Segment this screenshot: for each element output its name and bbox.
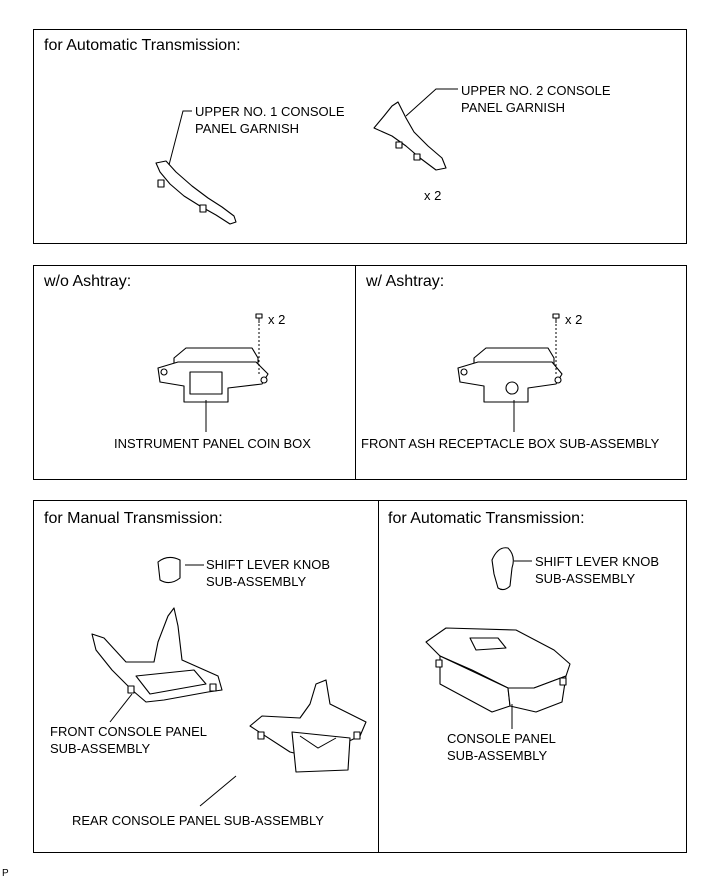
upper-no1-console-panel-garnish-illustration bbox=[155, 110, 237, 225]
label-front-ash-receptacle-box: FRONT ASH RECEPTACLE BOX SUB-ASSEMBLY bbox=[361, 436, 660, 451]
manual-shift-lever-knob-illustration bbox=[157, 556, 204, 584]
instrument-panel-coin-box-illustration bbox=[157, 347, 269, 432]
front-console-panel-illustration bbox=[91, 607, 223, 723]
automatic-shift-lever-knob-illustration bbox=[491, 547, 532, 591]
figure-code: P bbox=[2, 868, 9, 879]
automatic-console-panel-illustration bbox=[425, 627, 571, 729]
screw-icon bbox=[552, 313, 560, 376]
upper-no2-console-panel-garnish-illustration bbox=[373, 88, 458, 171]
label-upper-no2-garnish-line1: UPPER NO. 2 CONSOLE bbox=[461, 83, 611, 98]
rear-console-panel-illustration bbox=[199, 679, 367, 807]
quantity-label: x 2 bbox=[565, 312, 583, 327]
label-instrument-panel-coin-box: INSTRUMENT PANEL COIN BOX bbox=[114, 436, 311, 451]
label-console-panel-line2: SUB-ASSEMBLY bbox=[447, 748, 548, 763]
panel-title: for Automatic Transmission: bbox=[388, 510, 585, 527]
label-front-console-panel-line1: FRONT CONSOLE PANEL bbox=[50, 724, 207, 739]
panel-title: w/ Ashtray: bbox=[366, 273, 445, 290]
front-ash-receptacle-box-illustration bbox=[457, 347, 563, 432]
panel-automatic-transmission-garnish bbox=[33, 29, 687, 244]
label-front-console-panel-line2: SUB-ASSEMBLY bbox=[50, 741, 151, 756]
label-console-panel-line1: CONSOLE PANEL bbox=[447, 731, 556, 746]
label-shift-lever-knob-line2: SUB-ASSEMBLY bbox=[206, 574, 307, 589]
label-upper-no1-garnish-line1: UPPER NO. 1 CONSOLE bbox=[195, 104, 345, 119]
panel-title: for Manual Transmission: bbox=[44, 510, 223, 527]
label-upper-no1-garnish-line2: PANEL GARNISH bbox=[195, 121, 300, 136]
screw-icon bbox=[255, 313, 263, 376]
panel-title: for Automatic Transmission: bbox=[44, 37, 241, 54]
label-shift-lever-knob-line2: SUB-ASSEMBLY bbox=[535, 571, 636, 586]
label-shift-lever-knob-line1: SHIFT LEVER KNOB bbox=[206, 557, 331, 572]
panel-automatic-transmission-console bbox=[378, 500, 687, 853]
panel-title: w/o Ashtray: bbox=[44, 273, 132, 290]
quantity-label: x 2 bbox=[268, 312, 286, 327]
quantity-label: x 2 bbox=[424, 188, 442, 203]
label-rear-console-panel: REAR CONSOLE PANEL SUB-ASSEMBLY bbox=[72, 813, 324, 828]
label-upper-no2-garnish-line2: PANEL GARNISH bbox=[461, 100, 566, 115]
label-shift-lever-knob-line1: SHIFT LEVER KNOB bbox=[535, 554, 660, 569]
